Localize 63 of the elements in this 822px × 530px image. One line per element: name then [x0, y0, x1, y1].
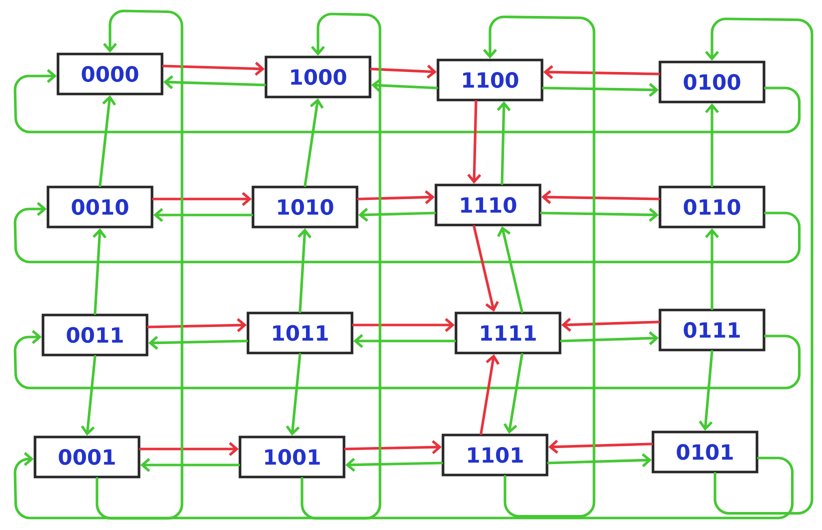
arrow: [698, 350, 714, 431]
arrow: [14, 202, 801, 264]
arrow: [92, 228, 106, 315]
arrow: [147, 318, 247, 332]
arrow: [542, 82, 659, 97]
arrow: [345, 458, 443, 472]
arrow: [497, 226, 524, 313]
arrow: [548, 440, 653, 454]
state-box: 0100: [658, 60, 766, 104]
arrow: [14, 452, 794, 520]
arrow: [163, 75, 266, 90]
state-box: 0111: [658, 308, 766, 352]
arrow: [561, 318, 660, 332]
state-box: 1101: [442, 434, 548, 476]
arrow: [358, 208, 436, 222]
state-box: 1111: [454, 312, 562, 354]
arrow: [543, 65, 660, 80]
state-box: 0101: [652, 430, 758, 474]
state-box: 1110: [434, 184, 542, 226]
arrow: [148, 336, 248, 350]
state-box: 1001: [238, 436, 346, 478]
arrow: [14, 330, 801, 390]
arrow: [352, 318, 455, 332]
state-box: 0110: [658, 186, 766, 228]
arrow: [705, 228, 719, 310]
arrow: [480, 354, 500, 435]
arrow: [705, 18, 814, 515]
arrow: [371, 78, 438, 92]
arrow: [98, 95, 116, 187]
arrow: [472, 225, 499, 312]
arrow: [286, 353, 302, 436]
state-box: 1100: [436, 58, 544, 102]
arrow: [705, 103, 719, 187]
arrow: [560, 331, 659, 346]
state-box: 1010: [252, 186, 358, 228]
arrow: [14, 69, 801, 134]
arrow: [152, 192, 252, 206]
arrow: [300, 12, 382, 520]
arrow: [139, 442, 239, 456]
state-box: 0011: [42, 314, 148, 356]
arrow: [153, 208, 253, 222]
state-box: 1000: [264, 56, 372, 98]
arrow: [357, 190, 435, 204]
arrow: [503, 353, 524, 434]
arrow: [298, 228, 312, 313]
arrow: [541, 190, 660, 204]
state-box: 0000: [56, 52, 164, 96]
arrow: [96, 10, 184, 520]
arrow: [353, 334, 456, 348]
arrow: [540, 208, 659, 222]
arrow: [370, 64, 437, 79]
arrow: [304, 98, 324, 187]
arrow: [140, 458, 240, 472]
state-box: 0010: [46, 186, 154, 228]
arrow: [467, 100, 482, 184]
arrow: [483, 16, 596, 518]
state-box: 0001: [34, 436, 140, 478]
state-box: 1011: [246, 312, 354, 354]
arrow: [547, 453, 652, 468]
arrow: [80, 355, 96, 436]
arrow: [162, 62, 265, 76]
arrow: [344, 440, 442, 454]
arrow: [496, 101, 511, 185]
